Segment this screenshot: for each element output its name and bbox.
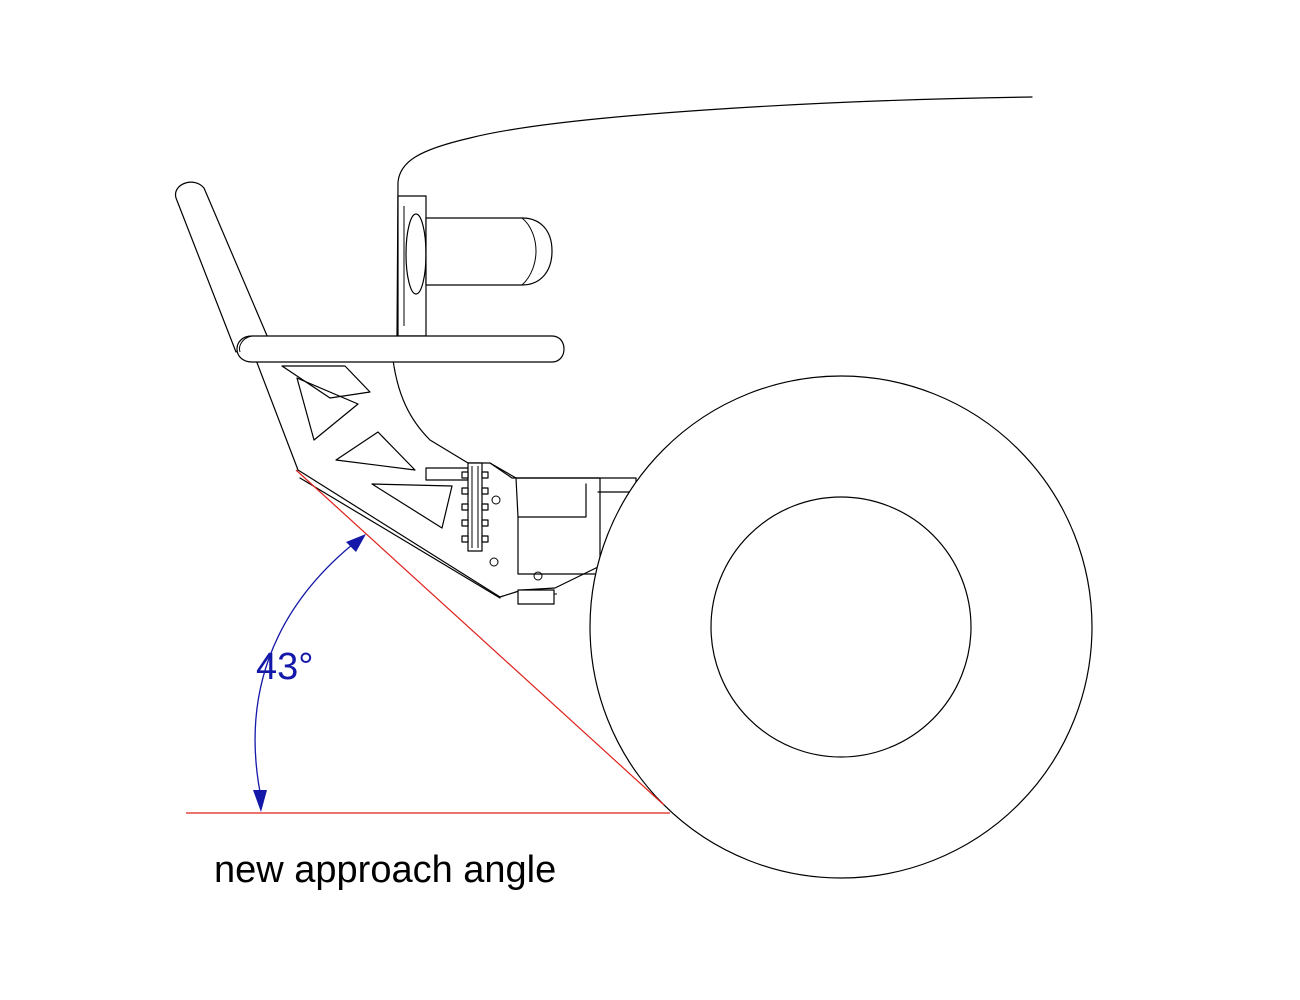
reference-lines — [186, 469, 670, 814]
approach-line — [295, 469, 665, 806]
caption: new approach angle — [214, 849, 556, 891]
bull-bar-upright — [175, 181, 269, 353]
arrowhead-bottom-icon — [253, 790, 267, 812]
cutout-4 — [371, 483, 453, 529]
cutout-1 — [281, 365, 371, 399]
frame-rail-bracket — [489, 462, 637, 605]
bolt-plate — [425, 462, 489, 552]
bull-bar-crossbar — [236, 335, 565, 363]
tire — [589, 375, 1093, 879]
arrowhead-top-icon — [346, 534, 366, 552]
angle-label: 43° — [256, 646, 313, 688]
angle-dimension — [253, 534, 366, 812]
light-cylinder — [425, 217, 553, 286]
headlight-bracket — [397, 195, 427, 337]
cutout-2 — [296, 377, 359, 441]
hood-outline — [396, 96, 1033, 337]
cutout-3 — [335, 431, 416, 471]
